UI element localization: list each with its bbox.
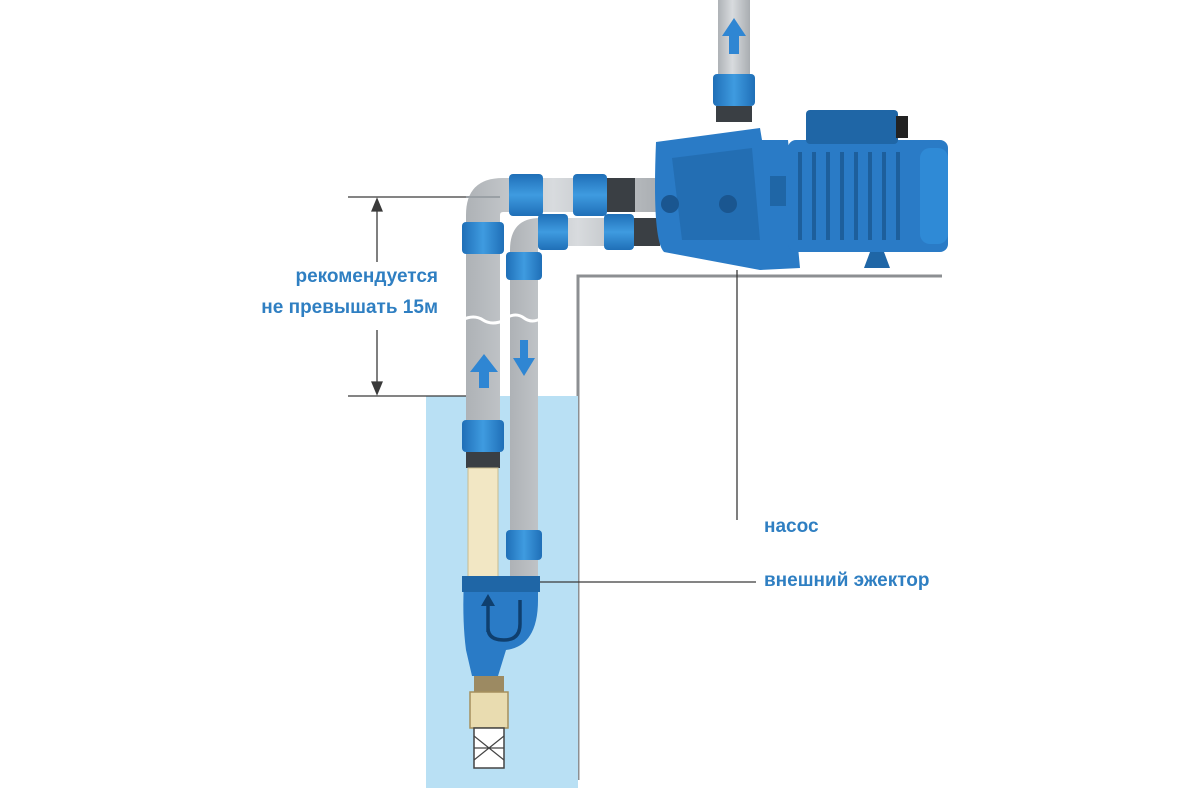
pump-unit [655,110,948,270]
depth-label-line2: не превышать 15м [261,297,438,318]
depth-dimension [348,196,470,397]
arrow-down-icon [513,340,535,376]
depth-label-line1: рекомендуется [295,266,438,287]
couplings [462,174,660,560]
ejector-label: внешний эжектор [764,570,930,591]
arrow-up-icon [470,18,746,388]
ejector [462,576,540,676]
discharge-pipe [713,0,755,122]
foot-valve [469,676,509,769]
pump-label: насос [764,516,819,537]
ground-outline [576,274,942,780]
pipe-break-marks [461,313,543,325]
leader-lines [534,270,756,583]
suction-sleeve [467,467,499,579]
